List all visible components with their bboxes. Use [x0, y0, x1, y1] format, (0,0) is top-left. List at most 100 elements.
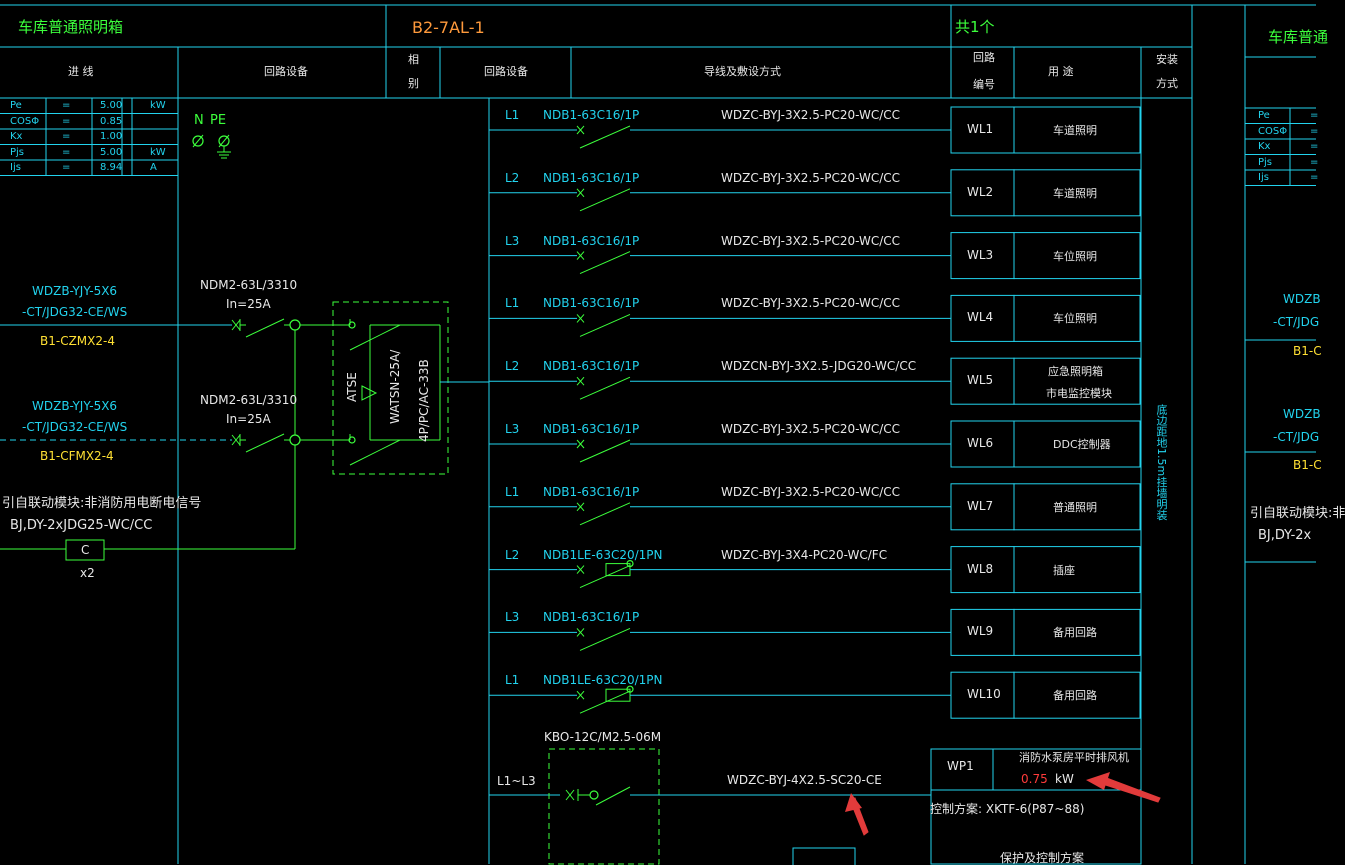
circuit-wiring: WDZCN-BYJ-3X2.5-JDG20-WC/CC: [721, 359, 917, 374]
usage-cell: [1013, 106, 1141, 154]
param-cell: 0.85: [100, 115, 123, 127]
right-param-eq: =: [1310, 125, 1319, 137]
circuit-phase: L2: [505, 547, 520, 562]
right-feeder1-cable: WDZB: [1283, 292, 1321, 306]
param-cell: =: [62, 131, 71, 142]
param-cell: 5.00: [100, 100, 123, 111]
right-feeder2-route: -CT/JDG: [1273, 430, 1320, 444]
usage-cell: [1013, 546, 1141, 594]
wp1-footer: 保护及控制方案: [1000, 851, 1085, 865]
col-incoming: 进 线: [68, 65, 94, 78]
circuit-phase: L1: [505, 673, 520, 688]
param-cell: 1.00: [100, 131, 123, 142]
circuit-usage: 车道照明: [1053, 124, 1097, 137]
junction-icon: [289, 434, 301, 446]
circuit-wiring: WDZC-BYJ-3X2.5-PC20-WC/CC: [721, 170, 900, 185]
breaker-x-icon: [576, 125, 585, 135]
junction-icon: [289, 319, 301, 331]
breaker-x-icon: [576, 502, 585, 512]
breaker-x-icon: [576, 188, 585, 198]
circuit-phase: L1: [505, 296, 520, 311]
atse-terminal-icon: [348, 321, 356, 329]
kbo-icon: [589, 790, 599, 800]
circuit-usage: 车位照明: [1053, 249, 1097, 263]
feeder1-cable: WDZB-YJY-5X6: [32, 284, 118, 298]
circuit-wiring: WDZC-BYJ-3X2.5-PC20-WC/CC: [721, 296, 900, 311]
n-terminal-icon: [218, 134, 230, 148]
right-param-cell: Pe: [1258, 110, 1270, 121]
breaker-x-icon: [231, 319, 241, 331]
param-cell: =: [62, 162, 71, 173]
wp1-device: KBO-12C/M2.5-06M: [544, 730, 662, 744]
right-feeder1-route: -CT/JDG: [1273, 315, 1320, 329]
circuit-phase: L3: [505, 610, 520, 625]
circuit-device: NDB1-63C16/1P: [543, 610, 640, 625]
circuit-no: WL2: [967, 184, 994, 199]
circuit-no: WL10: [967, 687, 1001, 702]
circuit-usage: 普通照明: [1053, 500, 1097, 514]
right-param-cell: Kx: [1258, 141, 1271, 152]
wp1-wiring: WDZC-BYJ-4X2.5-SC20-CE: [727, 773, 882, 787]
breaker-blade-icon: [579, 376, 631, 400]
param-cell: kW: [150, 100, 166, 111]
right-feeder1-source: B1-C: [1293, 344, 1322, 358]
right-fire-note: 引自联动模块:非: [1250, 506, 1345, 521]
wp1-power-value: 0.75: [1021, 772, 1048, 786]
param-cell: =: [62, 100, 71, 111]
feeder2-source: B1-CFMX2-4: [40, 449, 114, 463]
right-param-cell: Pjs: [1258, 156, 1273, 168]
col-phase-2: 别: [408, 77, 419, 90]
annotation-arrow-icon: [1086, 772, 1110, 790]
param-cell: =: [62, 115, 71, 127]
param-cell: Kx: [10, 131, 23, 142]
circuit-usage: 车道照明: [1053, 186, 1097, 200]
panel-code: B2-7AL-1: [412, 18, 485, 37]
feeder1-breaker: NDM2-63L/3310: [200, 278, 298, 292]
wp1-power-unit: kW: [1055, 772, 1074, 786]
breaker-blade-icon: [579, 188, 631, 212]
breaker-x-icon: [231, 434, 241, 446]
breaker-blade-icon: [595, 786, 631, 806]
circuit-usage: 市电监控模块: [1046, 387, 1112, 401]
circuit-phase: L3: [505, 422, 520, 436]
usage-cell: [1013, 608, 1141, 656]
circuit-no: WL8: [967, 561, 994, 576]
rcd-icon: [605, 688, 631, 702]
breaker-blade-icon: [579, 627, 631, 651]
contactor-qty: x2: [80, 566, 95, 580]
contactor-label: C: [81, 543, 90, 557]
circuit-device: NDB1-63C16/1P: [543, 233, 640, 248]
annotation-arrow-icon: [845, 793, 862, 812]
atse-box: [332, 301, 449, 475]
circuit-usage: DDC控制器: [1053, 438, 1111, 451]
param-cell: kW: [150, 146, 166, 158]
breaker-blade-icon: [579, 565, 631, 589]
col-usage: 用 途: [1048, 65, 1074, 78]
circuit-no: WL5: [967, 373, 994, 388]
n-terminal-icon: [192, 134, 204, 148]
col-loop-device-right: 回路设备: [484, 65, 528, 78]
atse-terminal-icon: [348, 436, 356, 444]
circuit-usage: 备用回路: [1053, 626, 1097, 640]
col-loop-no-2: 编号: [973, 78, 995, 91]
right-param-cell: Ijs: [1258, 172, 1269, 183]
usage-cell: [1013, 483, 1141, 531]
col-loop-device-left: 回路设备: [264, 65, 308, 78]
param-cell: =: [62, 146, 71, 158]
panel-name: 车库普通照明箱: [18, 18, 124, 36]
param-cell: 5.00: [100, 146, 123, 158]
breaker-x-icon: [576, 690, 585, 700]
col-wiring: 导线及敷设方式: [704, 65, 781, 78]
circuit-usage: 备用回路: [1053, 689, 1097, 703]
wp1-usage: 消防水泵房平时排风机: [1019, 751, 1129, 764]
breaker-blade-icon: [579, 251, 631, 275]
right-feeder2-cable: WDZB: [1283, 407, 1321, 421]
feeder1-rating: In=25A: [226, 297, 271, 311]
pe-label: PE: [210, 113, 227, 128]
right-param-eq: =: [1310, 110, 1319, 121]
breaker-blade-icon: [579, 502, 631, 526]
circuit-no: WL6: [967, 436, 994, 450]
col-install-2: 方式: [1156, 77, 1178, 90]
wp1-starter-box: [548, 748, 660, 865]
breaker-x-icon: [565, 789, 575, 801]
